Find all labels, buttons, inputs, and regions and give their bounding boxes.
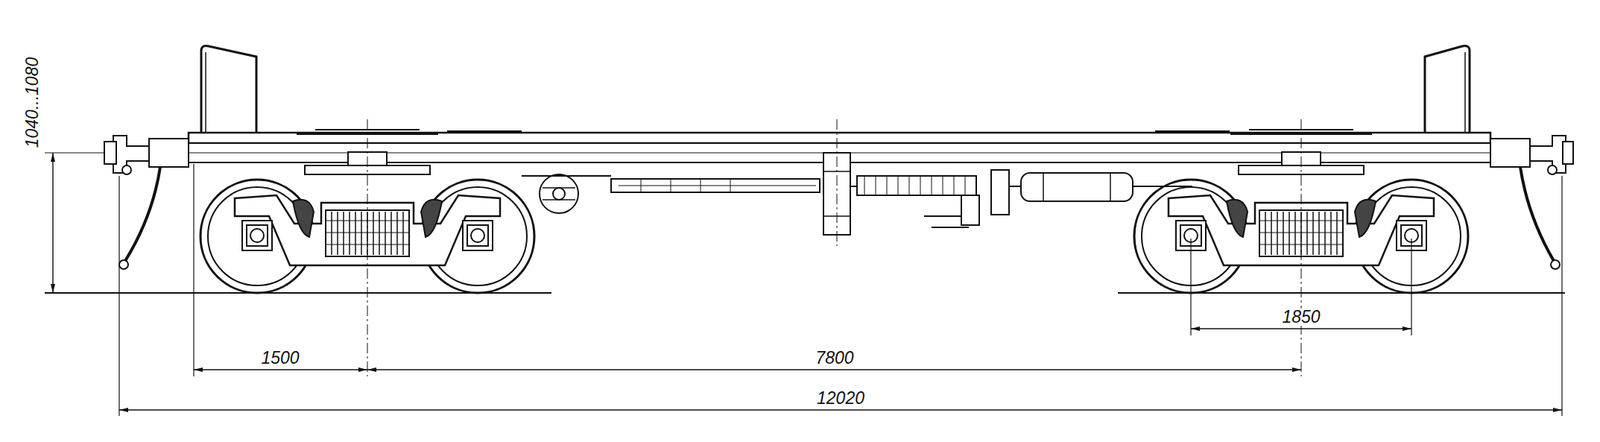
dimension-label: 7800 [813,349,856,367]
dimension-label: 1040...1080 [24,54,42,150]
dimension-label: 1500 [258,349,302,367]
dimension-label: 1850 [1279,308,1323,326]
dimension-label: 12020 [814,389,867,407]
